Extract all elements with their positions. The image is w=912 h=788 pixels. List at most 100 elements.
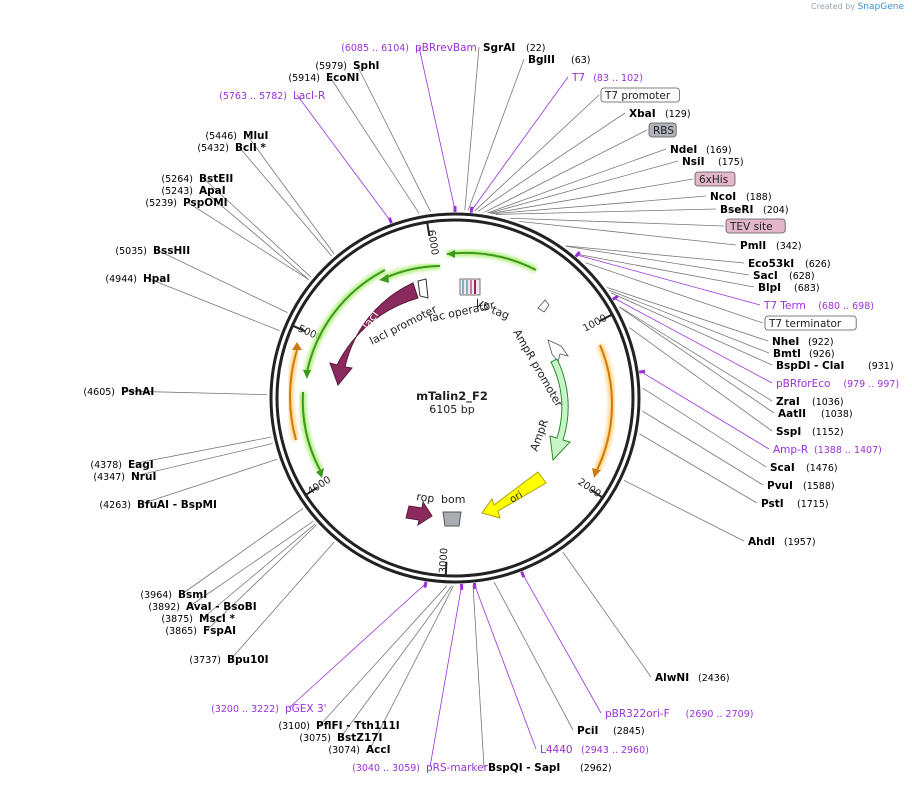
tick-mark-1000 (599, 313, 613, 322)
label-psti[interactable]: PstI(1715) (761, 498, 829, 510)
label-ndei[interactable]: NdeI(169) (670, 144, 732, 156)
label-name: pBRforEco (776, 378, 830, 390)
label-l4440[interactable]: L4440(2943 .. 2960) (540, 744, 649, 756)
label-prs-marker[interactable]: pRS-marker(3040 .. 3059) (352, 762, 488, 774)
label-bmti[interactable]: BmtI(926) (773, 348, 835, 360)
label-msci[interactable]: MscI *(3875) (161, 613, 235, 625)
label-bsshii[interactable]: BssHII(5035) (115, 245, 190, 257)
label-t7-term[interactable]: T7 Term(680 .. 698) (763, 300, 874, 312)
primer-marker-pbr322ori-f (520, 571, 526, 578)
label-bseri[interactable]: BseRI(204) (720, 204, 789, 216)
leader-bcli (238, 146, 332, 257)
label-ahdi[interactable]: AhdI(1957) (748, 536, 816, 548)
label-name: FspAI (203, 625, 236, 637)
label-sgrai[interactable]: SgrAI(22) (483, 42, 546, 54)
label-ncoi[interactable]: NcoI(188) (710, 191, 772, 203)
label-t7-promoter[interactable]: T7 promoter (600, 87, 680, 103)
feature-bom[interactable] (442, 511, 462, 527)
label-bspdi-clai[interactable]: BspDI - ClaI(931) (776, 360, 894, 372)
leader-pshai (124, 390, 268, 396)
feature-lacI-promoter[interactable] (417, 278, 429, 299)
label-zrai[interactable]: ZraI(1036) (776, 396, 844, 408)
label-name: BglII (528, 54, 555, 66)
label-pmli[interactable]: PmlI(342) (740, 240, 802, 252)
label-position: (5243) (161, 186, 193, 197)
feature-lacI[interactable] (329, 282, 419, 386)
label-bsmi[interactable]: BsmI(3964) (140, 589, 207, 601)
label-xbai[interactable]: XbaI(129) (629, 108, 691, 120)
label-avai-bsobi[interactable]: AvaI - BsoBI(3892) (148, 601, 256, 613)
label-blpi[interactable]: BlpI(683) (758, 282, 820, 294)
label-apai[interactable]: ApaI(5243) (161, 185, 225, 197)
label-t7[interactable]: T7(83 .. 102) (571, 72, 643, 84)
label-bglii[interactable]: BglII(63) (528, 54, 591, 66)
label-pspomi[interactable]: PspOMI(5239) (145, 197, 227, 209)
label-t7-terminator[interactable]: T7 terminator (764, 315, 857, 331)
label-laci-r[interactable]: LacI-R(5763 .. 5782) (219, 90, 325, 102)
feature-rop[interactable] (405, 500, 433, 527)
label-pshai[interactable]: PshAI(4605) (83, 386, 154, 398)
feature-rop-label: rop (416, 490, 436, 505)
label-fspai[interactable]: FspAI(3865) (165, 625, 236, 637)
feature-ampr-label: AmpR (528, 417, 552, 453)
leader-6xhis (490, 178, 694, 214)
label-eco53ki[interactable]: Eco53kI(626) (748, 258, 831, 270)
label-alwni[interactable]: AlwNI(2436) (655, 672, 730, 684)
feature-ampr-promoter-small[interactable] (537, 299, 550, 313)
label-econi[interactable]: EcoNI(5914) (288, 72, 359, 84)
label-sspi[interactable]: SspI(1152) (776, 426, 844, 438)
label-name: pGEX 3' (285, 703, 327, 715)
label-name: BsmI (178, 589, 207, 601)
label-bspqi-sapi[interactable]: BspQI - SapI(2962) (488, 762, 612, 774)
label-tev-site[interactable]: TEV site (725, 218, 786, 234)
label-pvui[interactable]: PvuI(1588) (767, 480, 835, 492)
label-amp-r[interactable]: Amp-R(1388 .. 1407) (773, 444, 882, 456)
label-nhei[interactable]: NheI(922) (772, 336, 834, 348)
label-pcii[interactable]: PciI(2845) (577, 725, 645, 737)
label-pbrforeco[interactable]: pBRforEco(979 .. 997) (776, 378, 899, 390)
label-pbr322ori-f[interactable]: pBR322ori-F(2690 .. 2709) (605, 708, 753, 720)
leader-bsmi (181, 508, 304, 595)
label-pbrrevbam[interactable]: pBRrevBam(6085 .. 6104) (341, 42, 477, 54)
label-name: PmlI (740, 240, 766, 252)
label-6xhis[interactable]: 6xHis (694, 171, 736, 187)
label-box (694, 171, 736, 187)
label-name: RBS (653, 125, 674, 137)
backbone-inner (275, 218, 635, 578)
label-name: PspOMI (183, 197, 228, 209)
label-rbs[interactable]: RBS (648, 122, 677, 138)
label-bsteii[interactable]: BstEII(5264) (161, 173, 233, 185)
label-acci[interactable]: AccI(3074) (328, 744, 390, 756)
label-bstz17i[interactable]: BstZ17I(3075) (299, 732, 382, 744)
label-sphi[interactable]: SphI(5979) (315, 60, 379, 72)
leader-bseri (495, 208, 717, 215)
label-nsii[interactable]: NsiI(175) (682, 156, 744, 168)
label-pgex-3[interactable]: pGEX 3'(3200 .. 3222) (211, 703, 326, 715)
tick-label-2000: 2000 (575, 477, 602, 500)
label-saci[interactable]: SacI(628) (753, 270, 815, 282)
label-eagi[interactable]: EagI(4378) (90, 459, 153, 471)
feature-ampr-promoter[interactable] (547, 339, 569, 363)
label-bpu10i[interactable]: Bpu10I(3737) (189, 654, 268, 666)
leader-eagi (131, 436, 272, 465)
label-name: SacI (753, 270, 778, 282)
label-scai[interactable]: ScaI(1476) (770, 462, 838, 474)
label-nrui[interactable]: NruI(4347) (93, 471, 156, 483)
leader-pcii (493, 581, 574, 731)
label-aatii[interactable]: AatII(1038) (778, 408, 853, 420)
leader-scai (642, 387, 767, 468)
feature-ampr[interactable] (549, 358, 571, 462)
label-hpai[interactable]: HpaI(4944) (105, 273, 170, 285)
label-position: (683) (794, 283, 820, 294)
backbone-outer (269, 212, 641, 584)
leader-bspdi-clai (610, 292, 773, 366)
label-position: (6085 .. 6104) (341, 43, 409, 54)
label-mlui[interactable]: MluI(5446) (205, 130, 268, 142)
feature-ori[interactable] (481, 471, 547, 519)
label-bcli[interactable]: BclI *(5432) (197, 142, 266, 154)
label-name: AlwNI (655, 672, 689, 684)
label-pflfi-tth111i[interactable]: PflFI - Tth111I(3100) (278, 720, 399, 732)
label-position: (4378) (90, 460, 122, 471)
label-bfuai-bspmi[interactable]: BfuAI - BspMI(4263) (99, 499, 216, 511)
